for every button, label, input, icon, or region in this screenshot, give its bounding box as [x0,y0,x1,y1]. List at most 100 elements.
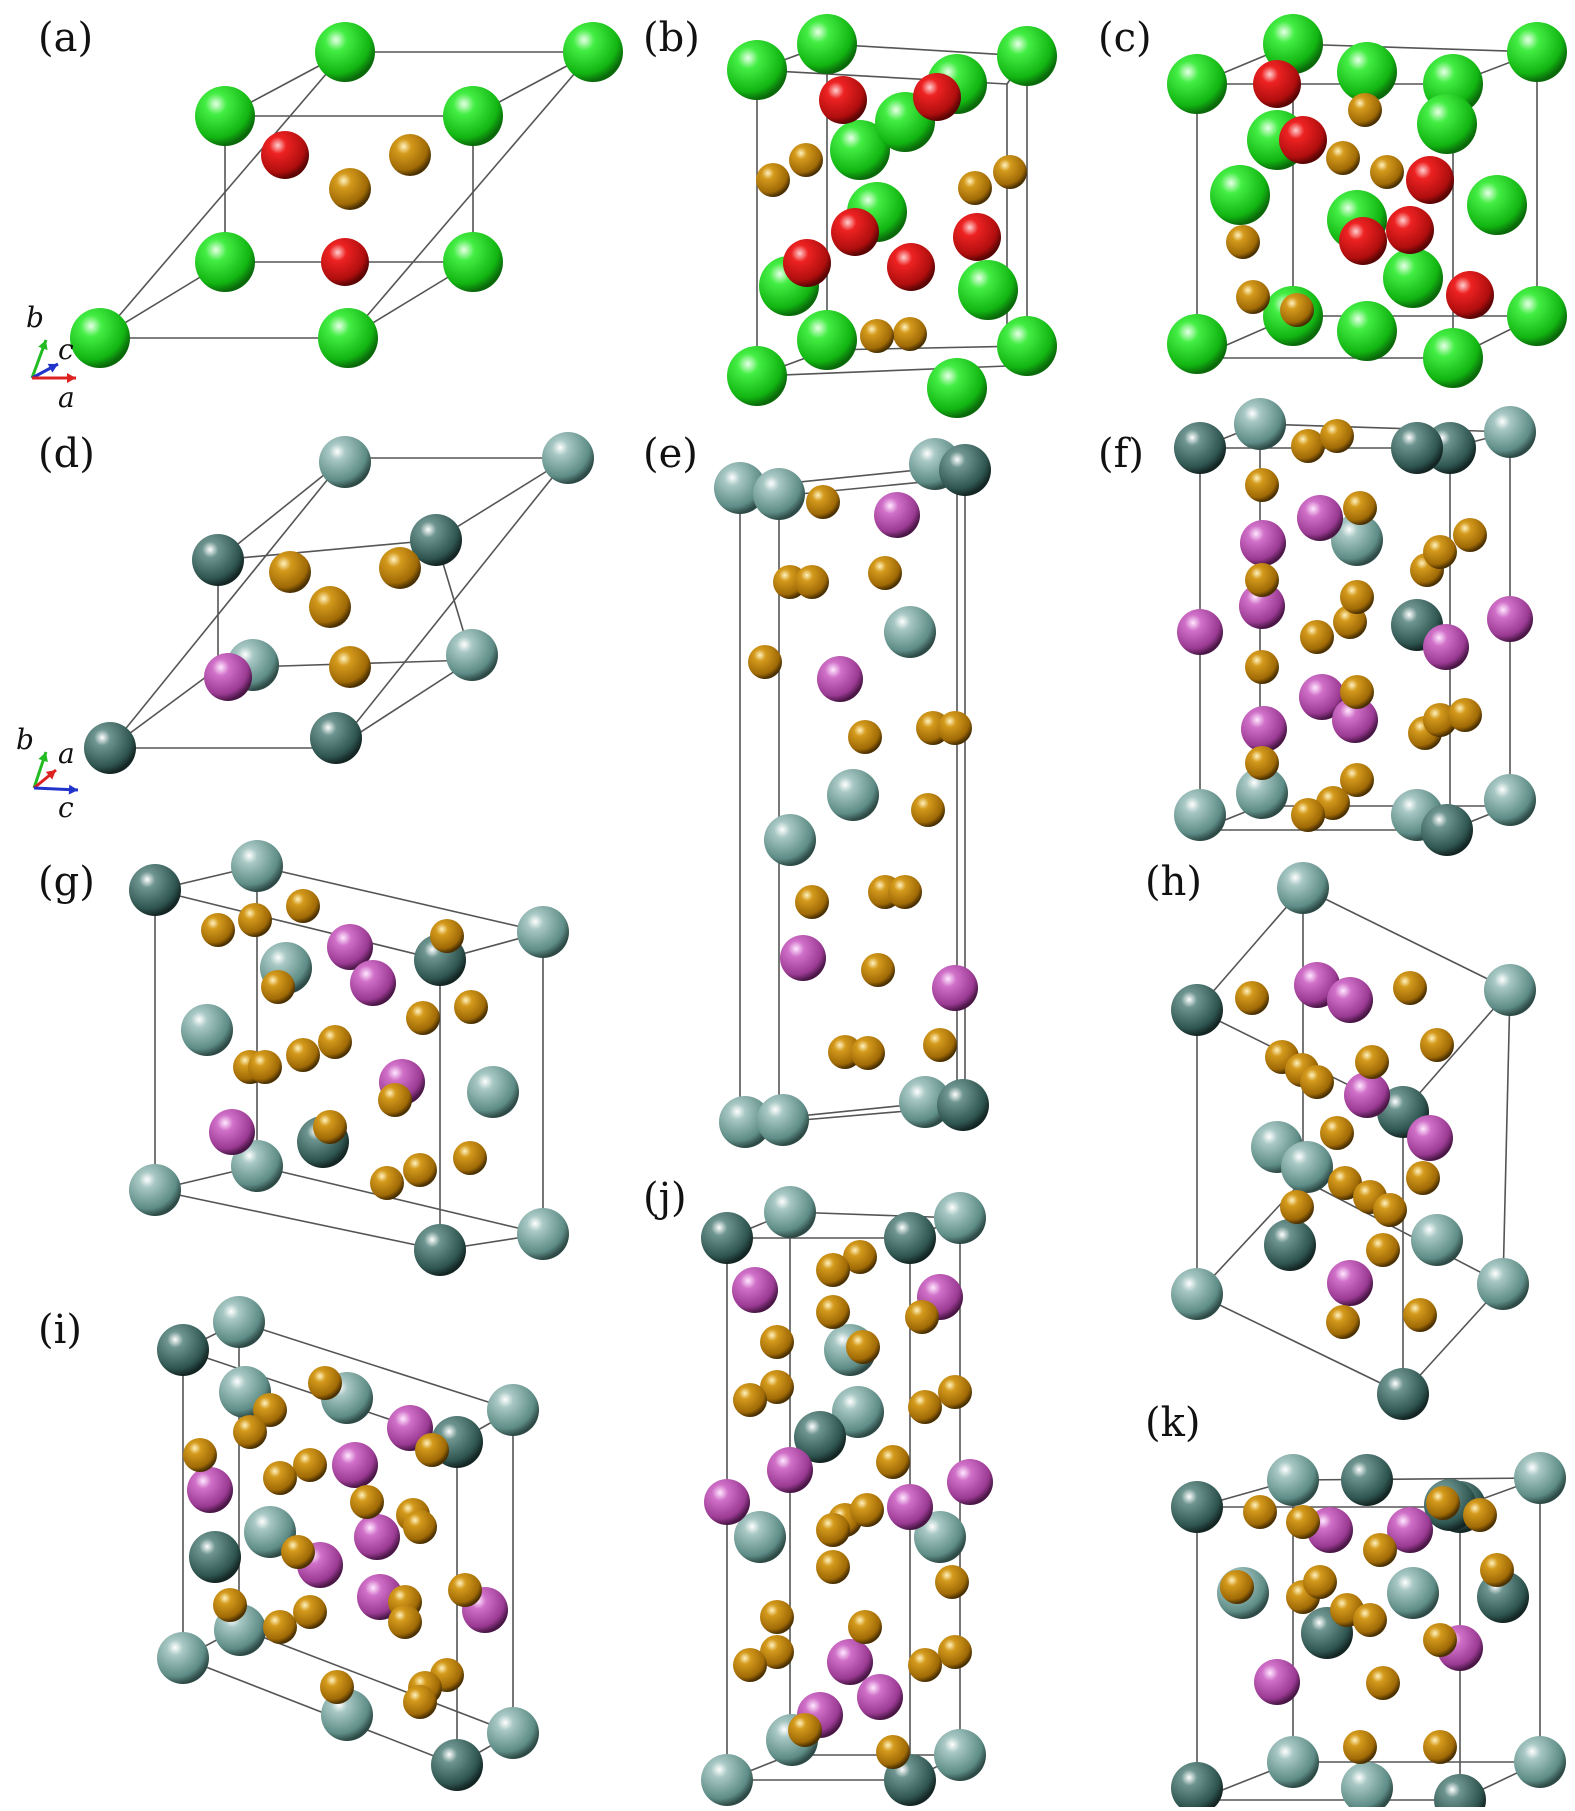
atom-b [913,73,961,121]
atom-e [851,1036,885,1070]
cell-edge-h [1302,887,1511,991]
atom-j [914,1511,966,1563]
atom-f [1174,789,1226,841]
atom-i [281,1535,315,1569]
atom-f [1234,398,1286,450]
atom-a [443,86,503,146]
atom-h [1277,862,1329,914]
atom-g [201,913,235,947]
atom-f [1291,798,1325,832]
atom-h [1411,1214,1463,1266]
atom-g [454,990,488,1024]
atom-j [850,1493,884,1527]
atom-f [1245,650,1279,684]
atom-d [329,646,371,688]
atom-k [1343,1730,1377,1764]
atom-i [183,1438,217,1472]
atom-c [1167,314,1227,374]
atom-f [1421,804,1473,856]
atom-j [760,1325,794,1359]
atom-i [388,1605,422,1639]
atom-k [1341,1454,1393,1506]
atom-g [231,1140,283,1192]
atom-b [860,319,894,353]
atom-a [389,134,431,176]
atom-c [1383,248,1443,308]
atom-b [958,171,992,205]
atom-i [431,1739,483,1791]
atom-e [780,935,826,981]
atom-f [1453,518,1487,552]
atom-h [1366,1233,1400,1267]
atom-b [997,316,1057,376]
atom-j [732,1267,778,1313]
atom-g [129,1164,181,1216]
atom-g [403,1153,437,1187]
atom-h [1171,984,1223,1036]
atom-d [542,432,594,484]
atom-j [938,1635,972,1669]
atom-h [1407,1115,1453,1161]
axis-label-a-a: a [58,381,75,414]
atom-a [563,22,623,82]
atom-c [1467,175,1527,235]
cell-edge-d [217,539,437,561]
axis-a-arrow-a-head [67,373,76,383]
atom-j [887,1484,933,1530]
cell-edge-b [826,43,1028,57]
atom-h [1420,1028,1454,1062]
atom-j [827,1639,873,1685]
atom-d [319,436,371,488]
atom-c [1348,93,1382,127]
atom-i [253,1393,287,1427]
cell-edge-a [99,51,346,339]
atom-j [733,1383,767,1417]
atom-e [827,769,879,821]
cell-edge-d [109,457,346,749]
atom-f [1291,429,1325,463]
atom-f [1423,624,1469,670]
atom-i [213,1296,265,1348]
atom-e [748,645,782,679]
atom-a [70,308,130,368]
atoms [70,14,1567,1811]
atom-d [309,586,351,628]
cell-edge-i [238,1627,514,1734]
atom-j [794,1411,846,1463]
atom-f [1299,674,1345,720]
atom-i [403,1685,437,1719]
atom-b [797,14,857,74]
atom-i [320,1670,354,1704]
axis-label-a-c: c [58,333,74,366]
atom-b [727,40,787,100]
axis-label-a-b: b [26,301,44,334]
atom-f [1448,698,1482,732]
atom-b [756,163,790,197]
atom-e [806,485,840,519]
atom-k [1363,1533,1397,1567]
atom-f [1343,491,1377,525]
axis-label-d-a: a [58,737,75,770]
atom-c [1507,286,1567,346]
cell-edge-d [335,457,569,749]
atom-a [261,131,309,179]
atom-c [1326,141,1360,175]
atom-f [1340,675,1374,709]
atom-i [157,1632,209,1684]
atom-c [1446,271,1494,319]
atom-b [993,155,1027,189]
atom-j [884,1212,936,1264]
atom-j [832,1386,884,1438]
atom-j [843,1240,877,1274]
atom-i [157,1324,209,1376]
atom-k [1463,1498,1497,1532]
panel-label-h: (h) [1145,859,1202,905]
atom-f [1320,419,1354,453]
cell-edge-b [826,345,1028,351]
cell-edge-h [1196,1293,1404,1395]
cell-edge-k [1292,1477,1541,1481]
atom-k [1171,1481,1223,1533]
atom-g [517,1208,569,1260]
atom-e [884,606,936,658]
